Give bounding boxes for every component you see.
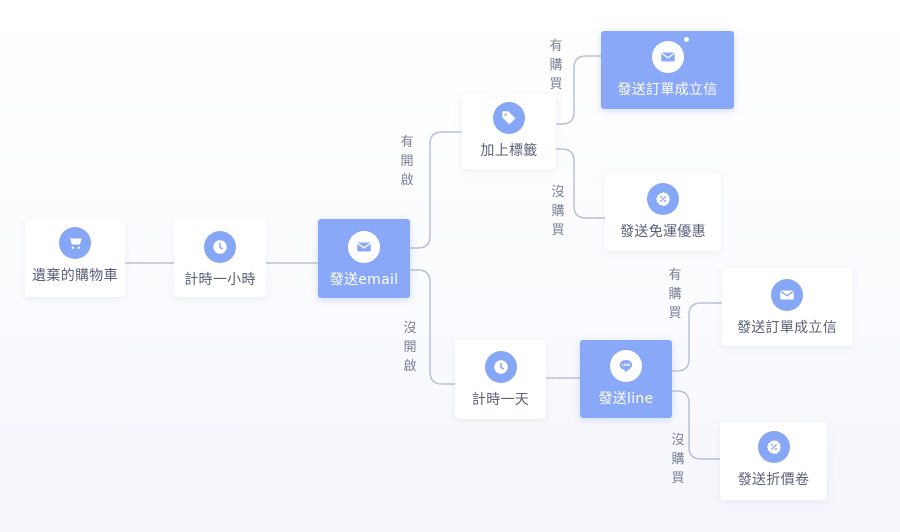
edge-label-not-bought-1: 沒購買 — [551, 185, 565, 238]
discount-icon — [757, 431, 790, 463]
connector-line-to-order-mail2 — [672, 302, 722, 372]
node-abandoned-cart[interactable]: 遺棄的購物車 — [25, 219, 125, 297]
connector-line-to-coupon — [672, 390, 720, 460]
mail-icon — [771, 279, 803, 311]
edge-label-bought-1: 有購買 — [549, 39, 563, 92]
node-label: 發送訂單成立信 — [736, 320, 838, 336]
connector-email-to-wait-day — [410, 269, 455, 385]
connector-tag-to-free-ship — [556, 148, 605, 219]
line-app-icon: LINE — [610, 350, 642, 382]
notification-dot-icon — [683, 37, 689, 42]
node-send-line[interactable]: LINE 發送line — [580, 340, 672, 418]
node-label: 發送email — [329, 272, 399, 288]
node-label: 發送折價卷 — [737, 472, 810, 488]
mail-icon — [651, 37, 689, 73]
node-label: 計時一天 — [471, 392, 530, 408]
node-send-email[interactable]: 發送email — [318, 219, 410, 298]
edge-label-not-bought-2: 沒購買 — [671, 433, 685, 486]
mail-icon — [348, 231, 380, 263]
node-send-coupon[interactable]: 發送折價卷 — [720, 422, 827, 500]
node-send-order-mail-1[interactable]: 發送訂單成立信 — [601, 31, 734, 109]
node-wait-one-day[interactable]: 計時一天 — [455, 340, 546, 419]
node-label: 遺棄的購物車 — [32, 268, 118, 284]
node-label: 發送訂單成立信 — [617, 82, 718, 98]
node-wait-one-hour[interactable]: 計時一小時 — [174, 219, 266, 297]
svg-text:LINE: LINE — [622, 363, 631, 367]
node-add-tag[interactable]: 加上標籤 — [462, 94, 556, 169]
node-label: 發送免運優惠 — [620, 224, 706, 240]
cart-icon — [59, 227, 91, 259]
node-send-free-shipping[interactable]: 發送免運優惠 — [605, 173, 721, 251]
node-send-order-mail-2[interactable]: 發送訂單成立信 — [722, 268, 852, 346]
connector-email-to-tag — [410, 131, 462, 249]
tag-icon — [493, 102, 525, 134]
clock-icon — [484, 351, 517, 383]
edge-label-opened: 有開啟 — [400, 135, 414, 188]
connector-tag-to-order-mail1 — [556, 55, 601, 125]
node-label: 加上標籤 — [480, 143, 538, 159]
discount-icon — [647, 183, 679, 215]
node-label: 計時一小時 — [184, 272, 256, 288]
edge-label-not-opened: 沒開啟 — [403, 321, 417, 374]
edge-label-bought-2: 有購買 — [668, 268, 682, 321]
clock-icon — [204, 231, 236, 263]
node-label: 發送line — [598, 391, 654, 407]
